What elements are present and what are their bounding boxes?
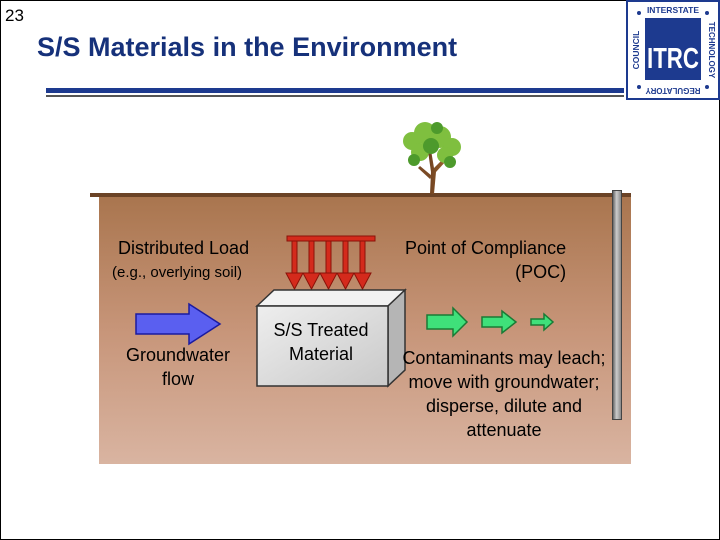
poc-well-pipe [612,190,622,420]
groundwater-label-line2: flow [161,369,194,389]
contaminant-arrow-large [426,306,469,338]
poc-label-line2: (POC) [515,262,567,282]
logo-mark: ITRC [647,43,699,75]
load-label: Distributed Load [118,238,250,258]
contaminant-arrow-medium [481,309,518,335]
ground-surface [90,193,631,197]
logo-top-text: INTERSTATE [647,5,699,15]
load-example-label: (e.g., overlying soil) [112,264,243,281]
material-label-line1: S/S Treated [273,320,369,340]
groundwater-label: Groundwater flow [108,343,248,391]
groundwater-label-line1: Groundwater [125,345,231,365]
distributed-load-arrows [285,235,376,291]
logo-bottom-text: REGULATORY [645,86,701,95]
material-label-line2: Material [288,344,354,364]
ss-material-block [255,288,407,388]
tree-icon [403,122,461,194]
groundwater-flow-arrow [135,302,222,346]
title-rule [46,88,624,93]
poc-label-line1: Point of Compliance [405,238,567,258]
contaminants-label: Contaminants may leach; move with ground… [402,348,606,440]
contaminant-arrow-small [530,312,555,332]
logo-left-text: COUNCIL [631,31,641,70]
logo-right-text: TECHNOLOGY [707,22,716,79]
slide-number: 23 [5,6,24,25]
material-label: S/S Treated Material [261,318,381,366]
itrc-logo: INTERSTATE REGULATORY COUNCIL TECHNOLOGY… [626,0,720,100]
poc-label: Point of Compliance (POC) [405,236,566,284]
slide-title: S/S Materials in the Environment [37,32,458,62]
title-rule-shadow [46,95,624,97]
